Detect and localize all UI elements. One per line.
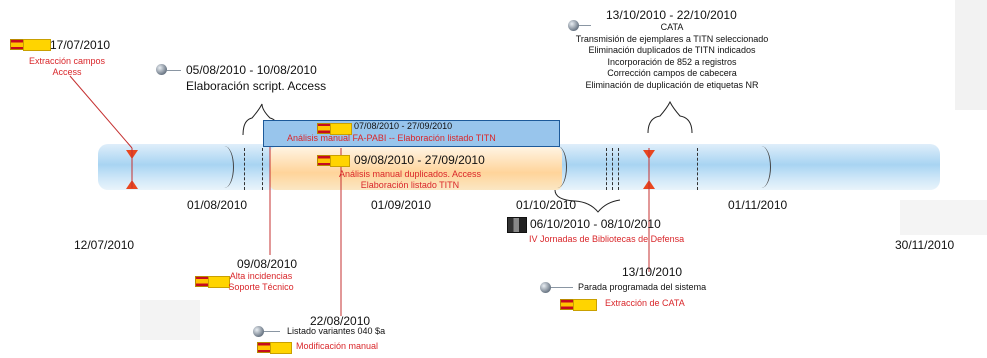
flag-tag-icon bbox=[330, 155, 350, 167]
event-date: 17/07/2010 bbox=[50, 38, 110, 52]
event-date: 07/08/2010 - 27/09/2010 bbox=[354, 121, 452, 131]
event-desc-line: Corrección campos de cabecera bbox=[542, 68, 802, 80]
event-date: 06/10/2010 - 08/10/2010 bbox=[530, 217, 661, 231]
event-desc-line: Extracción campos bbox=[24, 56, 110, 67]
event-desc: Extracción campos Access bbox=[24, 56, 110, 78]
pin-icon bbox=[156, 64, 167, 75]
event-desc-line: Access bbox=[24, 67, 110, 78]
event-desc: Elaboración script. Access bbox=[186, 79, 326, 93]
axis-label: 30/11/2010 bbox=[895, 238, 954, 252]
axis-label: 01/08/2010 bbox=[187, 198, 247, 212]
event-date: 13/10/2010 bbox=[622, 265, 682, 279]
spain-flag-icon bbox=[195, 276, 209, 287]
event-desc-line: Soporte Técnico bbox=[226, 282, 296, 293]
spain-flag-icon bbox=[317, 155, 331, 166]
axis-label: 12/07/2010 bbox=[74, 238, 134, 252]
spain-flag-icon bbox=[257, 342, 271, 353]
event-date: 13/10/2010 - 22/10/2010 bbox=[606, 8, 737, 22]
event-desc-line: Elaboración listado TITN bbox=[330, 180, 490, 191]
event-date: 09/08/2010 bbox=[237, 257, 297, 271]
event-desc-line: Transmisión de ejemplares a TITN selecci… bbox=[542, 34, 802, 46]
spain-flag-icon bbox=[10, 39, 24, 50]
event-date: 05/08/2010 - 10/08/2010 bbox=[186, 63, 317, 77]
event-desc: IV Jornadas de Bibliotecas de Defensa bbox=[529, 234, 684, 244]
event-desc-line: Incorporación de 852 a registros bbox=[542, 57, 802, 69]
axis-label: 01/11/2010 bbox=[728, 198, 787, 212]
event-desc: CATA Transmisión de ejemplares a TITN se… bbox=[542, 22, 802, 91]
flag-tag-icon bbox=[270, 342, 292, 354]
event-date: 09/08/2010 - 27/09/2010 bbox=[354, 153, 485, 167]
event-desc-line: Alta incidencias bbox=[226, 271, 296, 282]
event-desc-line: Eliminación duplicados de TITN indicados bbox=[542, 45, 802, 57]
event-desc: Listado variantes 040 $a bbox=[287, 326, 385, 336]
book-icon bbox=[507, 217, 527, 233]
pin-line bbox=[167, 70, 181, 71]
event-desc: Análisis manual duplicados. Access Elabo… bbox=[330, 169, 490, 191]
flag-tag-icon bbox=[573, 299, 597, 311]
pin-line bbox=[551, 287, 573, 288]
event-desc-line: Análisis manual duplicados. Access bbox=[330, 169, 490, 180]
event-desc: Parada programada del sistema bbox=[578, 282, 706, 292]
event-desc: Modificación manual bbox=[296, 341, 378, 351]
event-desc-line: CATA bbox=[542, 22, 802, 34]
axis-label: 01/10/2010 bbox=[516, 198, 576, 212]
event-desc: Alta incidencias Soporte Técnico bbox=[226, 271, 296, 293]
event-desc: Análisis manual FA-PABI -- Elaboración l… bbox=[287, 133, 496, 143]
flag-tag-icon bbox=[23, 39, 51, 51]
pin-line bbox=[264, 331, 280, 332]
axis-label: 01/09/2010 bbox=[371, 198, 431, 212]
spain-flag-icon bbox=[560, 299, 574, 310]
pin-icon bbox=[253, 326, 264, 337]
event-desc: Extracción de CATA bbox=[605, 298, 685, 308]
event-desc-line: Eliminación de duplicación de etiquetas … bbox=[542, 80, 802, 92]
pin-icon bbox=[540, 282, 551, 293]
